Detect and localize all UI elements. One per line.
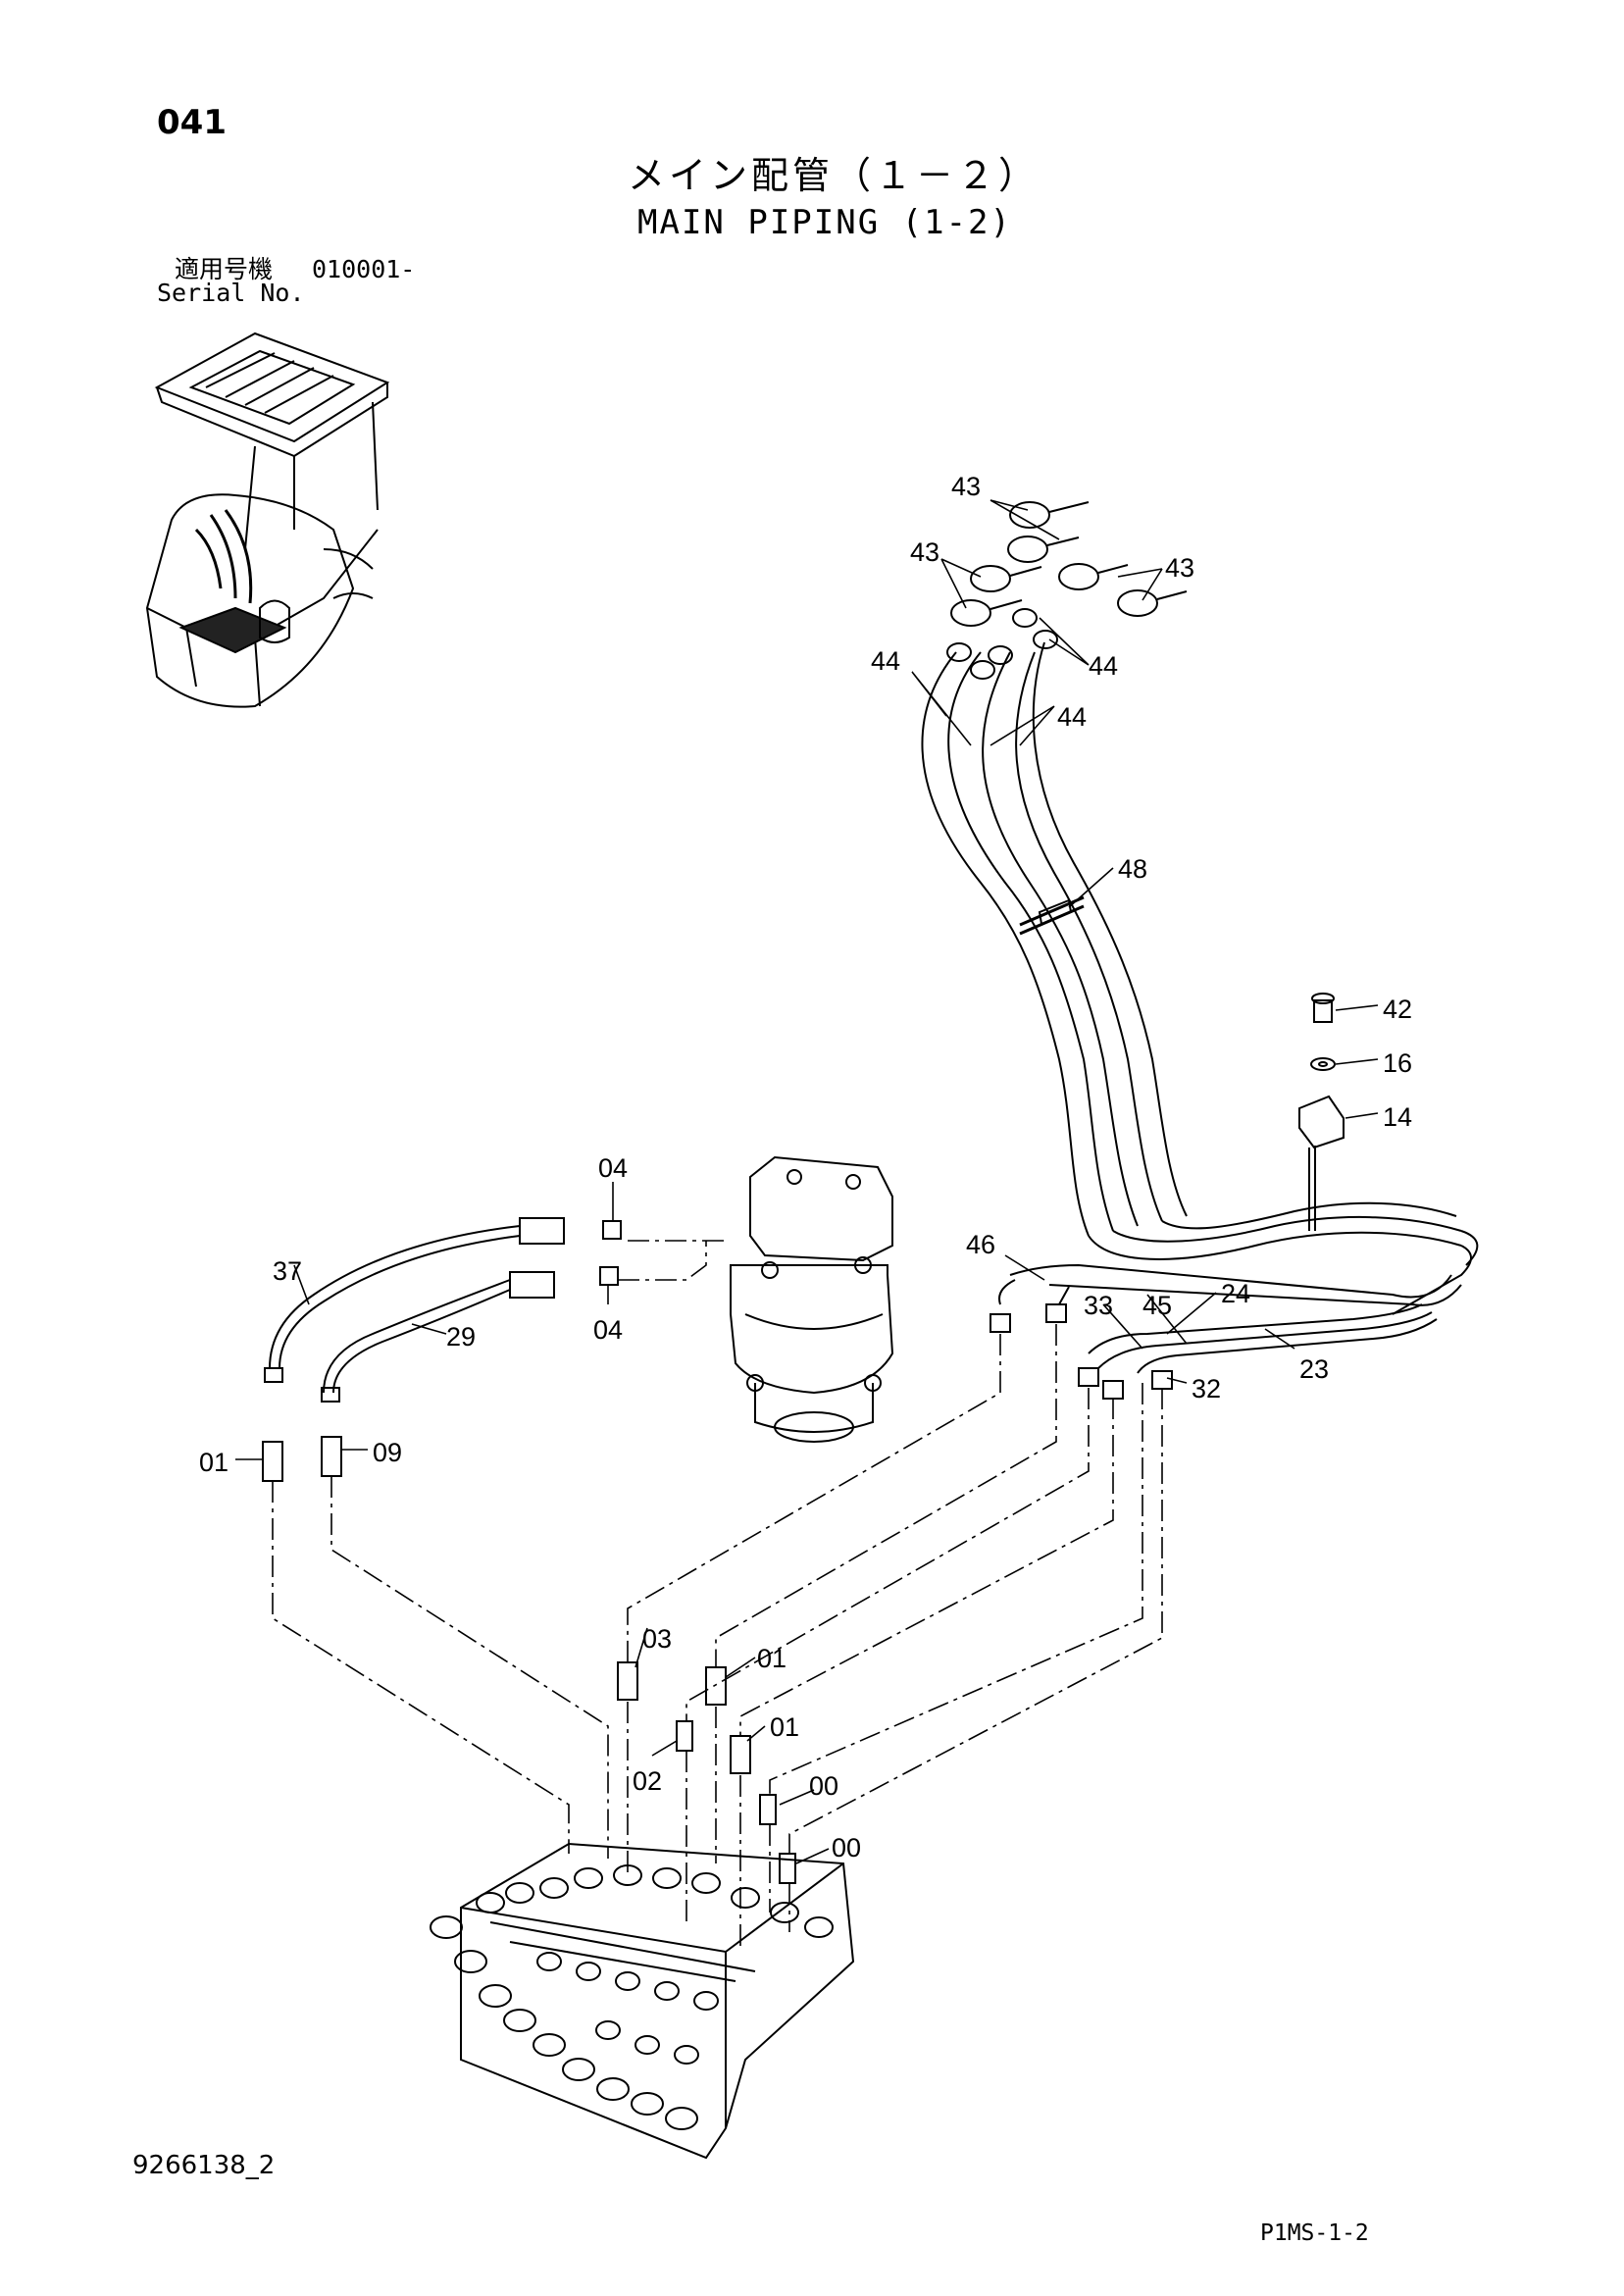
title-english: MAIN PIPING (1-2)	[637, 203, 1012, 242]
callout-label: 01	[757, 1644, 787, 1673]
serial-label-english: Serial No.	[157, 279, 305, 307]
hose-end-fittings	[946, 608, 1058, 680]
callout-label: 44	[1057, 702, 1087, 732]
title-japanese: メイン配管（１－２）	[628, 154, 1040, 197]
callout-label: 32	[1192, 1374, 1221, 1403]
clamps-43	[950, 501, 1188, 627]
callout-label: 03	[642, 1624, 672, 1654]
callout-labels: 43 43 43 44 44 44 48 42 16 14 46 33 45 2…	[199, 472, 1412, 1862]
callout-label: 43	[910, 537, 939, 567]
callout-label: 14	[1383, 1102, 1412, 1132]
callout-label: 29	[446, 1322, 476, 1352]
callout-label: 23	[1299, 1354, 1329, 1384]
fittings-middle	[617, 1661, 796, 1884]
fittings-left	[262, 1436, 342, 1482]
callout-label: 43	[951, 472, 981, 501]
hose-bundle-44	[921, 641, 1479, 1315]
callout-label: 43	[1165, 553, 1194, 583]
callout-label: 09	[373, 1438, 402, 1467]
machine-overview-thumbnail	[145, 332, 390, 708]
callout-label: 16	[1383, 1048, 1412, 1078]
leader-lines	[235, 499, 1379, 1864]
document-number: 9266138_2	[132, 2151, 276, 2180]
bracket-assembly	[1298, 993, 1345, 1231]
page-number: 041	[157, 103, 227, 142]
page-code: P1MS-1-2	[1260, 2220, 1369, 2246]
callout-label: 24	[1221, 1279, 1250, 1308]
callout-label: 46	[966, 1230, 995, 1259]
callout-label: 33	[1084, 1291, 1113, 1320]
callout-label: 37	[273, 1256, 302, 1286]
phantom-lines	[272, 1240, 1163, 1952]
callout-label: 00	[832, 1833, 861, 1862]
callout-label: 45	[1142, 1291, 1172, 1320]
callout-label: 44	[871, 646, 900, 676]
swing-motor	[730, 1155, 894, 1443]
callout-label: 04	[593, 1315, 623, 1345]
callout-label: 02	[633, 1766, 662, 1796]
spool-ends	[430, 1864, 834, 2130]
callout-label: 42	[1383, 995, 1412, 1024]
callout-label: 48	[1118, 854, 1147, 884]
hoses-37-29	[264, 1217, 622, 1403]
control-valve	[430, 1842, 855, 2160]
callout-label: 01	[199, 1448, 228, 1477]
callout-label: 44	[1089, 651, 1118, 681]
callout-label: 00	[809, 1771, 838, 1801]
serial-label-japanese: 適用号機	[175, 255, 274, 283]
callout-label: 04	[598, 1153, 628, 1183]
serial-range: 010001-	[312, 255, 416, 283]
callout-label: 01	[770, 1712, 799, 1742]
